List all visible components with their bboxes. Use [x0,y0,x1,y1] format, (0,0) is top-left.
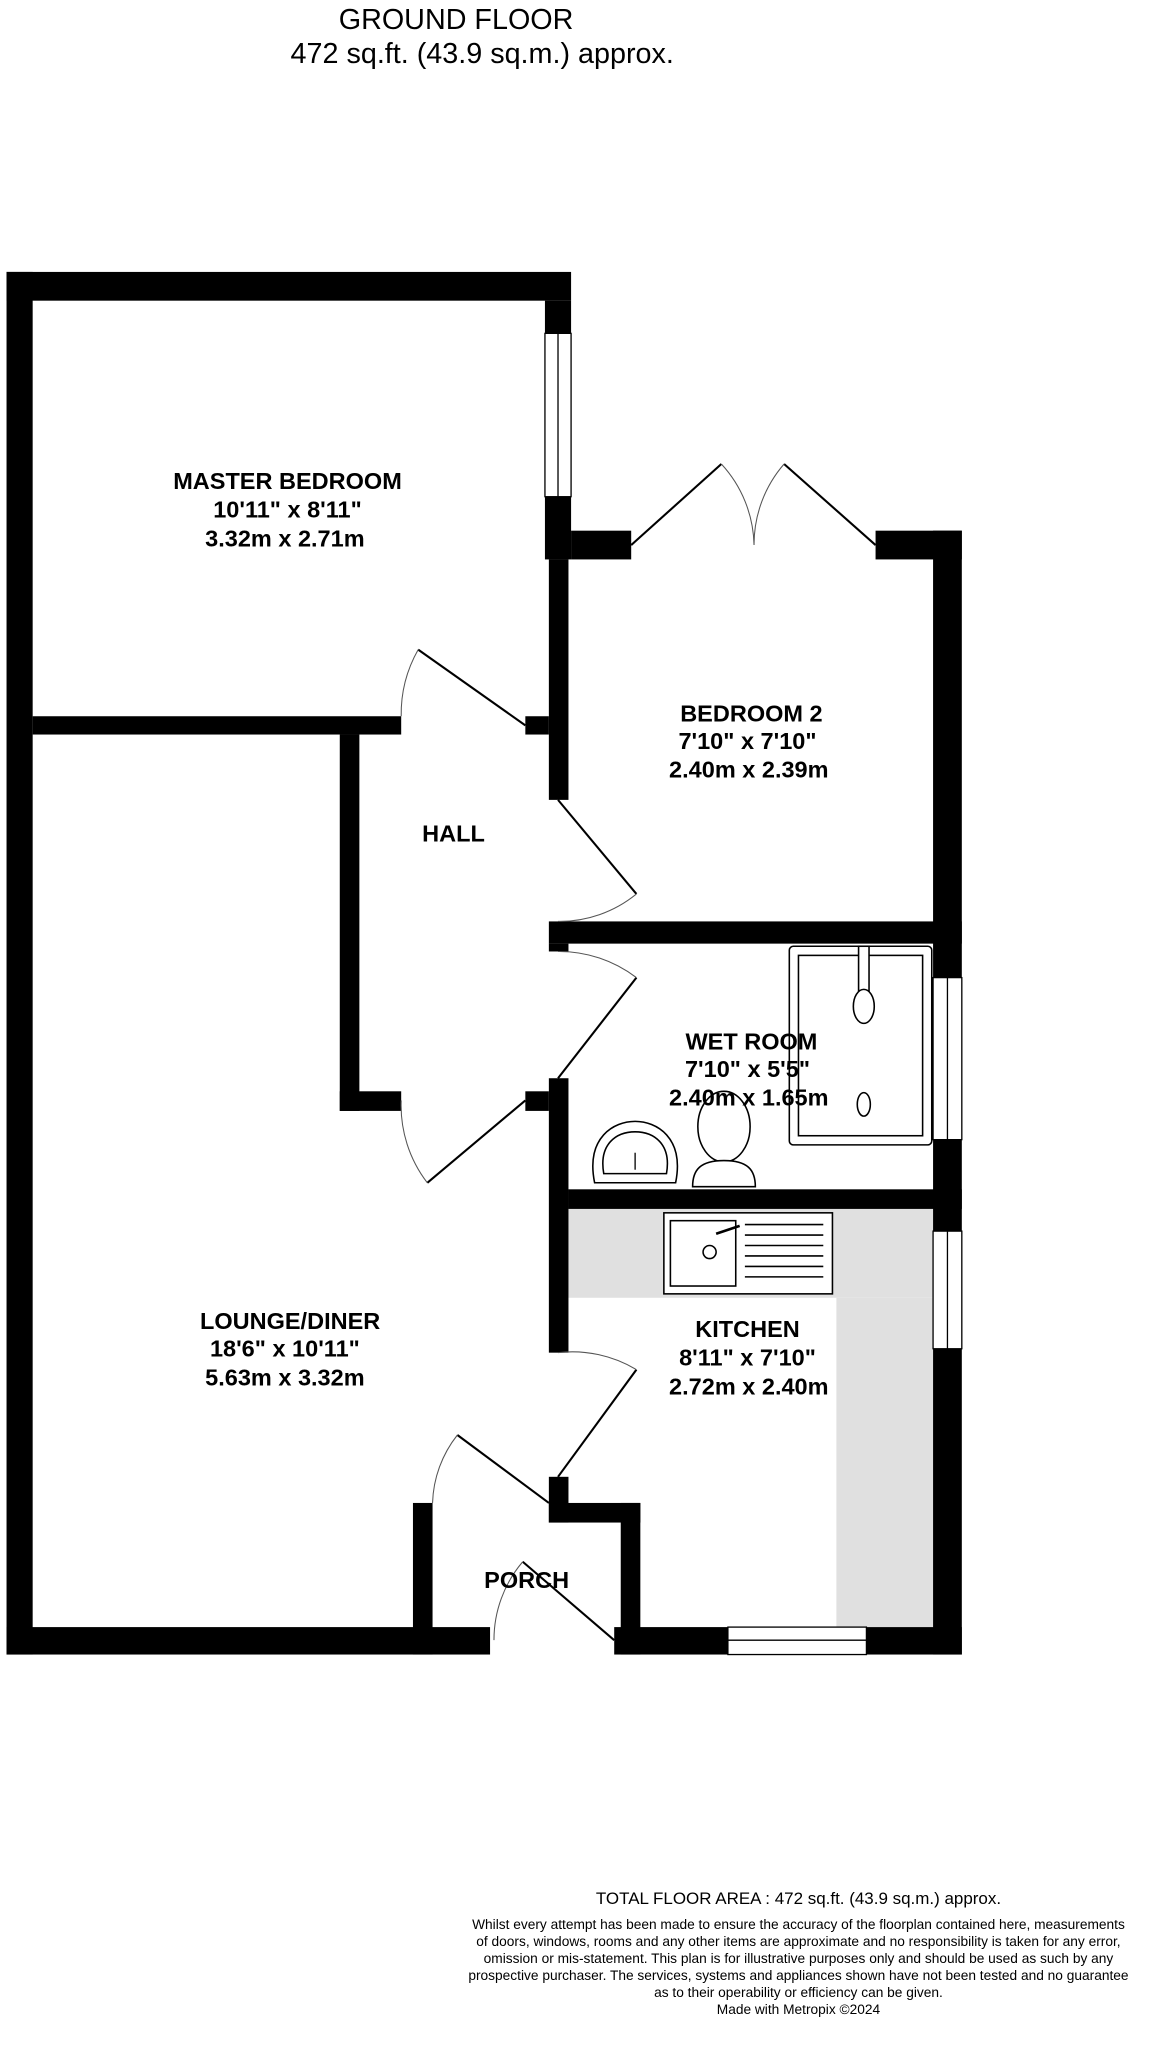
room-imperial: 10'11" x 8'11" [213,497,362,523]
room-master-bedroom: MASTER BEDROOM 10'11" x 8'11" 3.32m x 2.… [173,468,402,552]
room-imperial: 7'10" x 7'10" [678,728,816,754]
room-metric: 2.40m x 1.65m [669,1085,829,1111]
toilet [691,1090,757,1188]
disclaimer: Whilst every attempt has been made to en… [468,1917,1129,2000]
room-wet-room: WET ROOM 7'10" x 5'5" 2.40m x 1.65m [669,1028,829,1110]
room-imperial: 18'6" x 10'11" [210,1336,360,1362]
kitchen-sink [663,1212,834,1295]
room-metric: 5.63m x 3.32m [205,1364,365,1390]
room-imperial: 8'11" x 7'10" [679,1345,816,1371]
disclaimer-line: omission or mis-statement. This plan is … [484,1951,1114,1966]
doors [400,463,877,1641]
disclaimer-line: of doors, windows, rooms and any other i… [476,1934,1120,1949]
disclaimer-line: Whilst every attempt has been made to en… [472,1917,1125,1932]
room-name: MASTER BEDROOM [173,468,402,494]
washbasin [592,1120,678,1184]
room-name: LOUNGE/DINER [200,1308,380,1334]
room-name: KITCHEN [695,1316,800,1342]
windows [544,332,963,1656]
floor-title: GROUND FLOOR [339,4,574,36]
shower-tray [788,945,933,1146]
room-hall: HALL [422,821,485,847]
room-bedroom-2: BEDROOM 2 7'10" x 7'10" 2.40m x 2.39m [669,700,829,782]
disclaimer-line: prospective purchaser. The services, sys… [468,1968,1129,1983]
total-floor-area: TOTAL FLOOR AREA : 472 sq.ft. (43.9 sq.m… [596,1889,1001,1908]
room-imperial: 7'10" x 5'5" [685,1056,810,1082]
room-name: BEDROOM 2 [680,700,822,726]
room-metric: 3.32m x 2.71m [205,525,365,551]
room-metric: 2.72m x 2.40m [669,1373,829,1399]
room-kitchen: KITCHEN 8'11" x 7'10" 2.72m x 2.40m [669,1316,829,1399]
walls [6,271,962,1655]
floor-area: 472 sq.ft. (43.9 sq.m.) approx. [291,38,674,70]
room-lounge-diner: LOUNGE/DINER 18'6" x 10'11" 5.63m x 3.32… [200,1308,380,1390]
room-porch: PORCH [484,1567,569,1593]
credit: Made with Metropix ©2024 [717,2002,881,2017]
room-metric: 2.40m x 2.39m [669,757,829,783]
disclaimer-line: as to their operability or efficiency ca… [654,1985,943,2000]
room-name: WET ROOM [685,1028,817,1054]
